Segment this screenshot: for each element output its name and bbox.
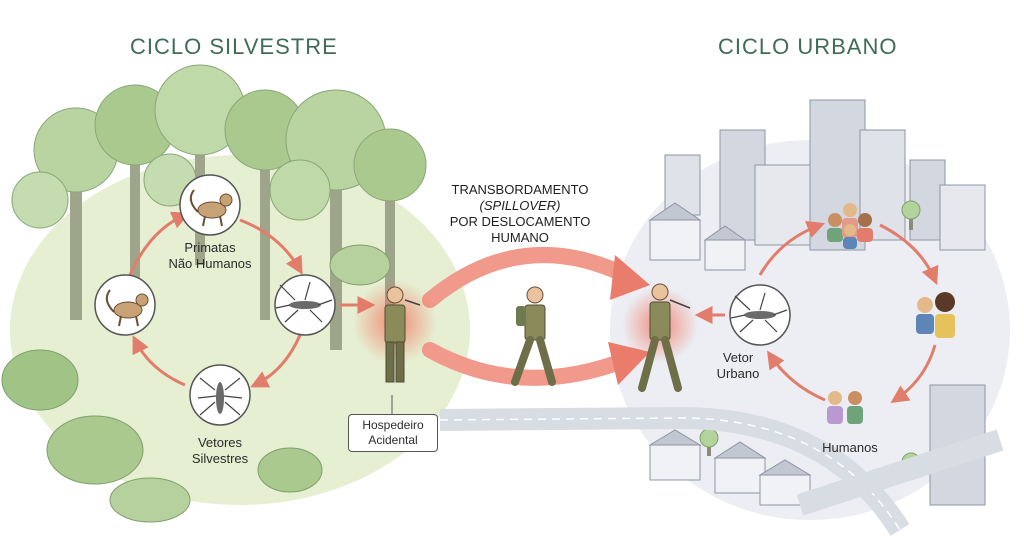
spillover-line2: (SPILLOVER) <box>479 198 561 213</box>
urban-cycle-arrows <box>694 221 939 403</box>
spillover-line1: TRANSBORDAMENTO <box>451 182 589 197</box>
person-icon-host <box>384 286 421 383</box>
forest-trees <box>1 64 427 523</box>
title-urban: CICLO URBANO <box>718 34 898 59</box>
monkey-icon <box>179 174 241 236</box>
mosquito-icon <box>274 274 336 336</box>
people-group-bottom <box>827 391 863 424</box>
mosquito-icon-sylvatic <box>189 364 251 426</box>
person-icon-urban-host <box>638 283 691 392</box>
label-primates-line2: Não Humanos <box>168 256 252 271</box>
label-urban-vector-line2: Urbano <box>716 366 760 381</box>
label-primates-line1: Primatas <box>184 240 236 255</box>
label-urban-vector: Vetor Urbano <box>708 350 768 382</box>
label-vectors-sylvatic: Vetores Silvestres <box>175 435 265 467</box>
sylvatic-cycle-arrows <box>128 211 303 388</box>
label-vectors-line2: Silvestres <box>191 451 249 466</box>
label-host-line1: Hospedeiro <box>362 418 424 432</box>
mosquito-icon-urban <box>729 284 791 346</box>
spillover-line3: POR DESLOCAMENTO <box>449 214 591 229</box>
monkey-icon-2 <box>94 274 156 336</box>
spillover-line4: HUMANO <box>491 230 549 245</box>
people-group-right <box>916 292 955 338</box>
people-group-top <box>827 203 873 249</box>
person-icon-walking <box>511 286 556 386</box>
label-humans: Humanos <box>822 440 878 455</box>
label-accidental-host: Hospedeiro Acidental <box>348 414 438 452</box>
road <box>439 406 1004 536</box>
label-host-line2: Acidental <box>368 433 418 447</box>
label-urban-vector-line1: Vetor <box>722 350 754 365</box>
spillover-label: TRANSBORDAMENTO (SPILLOVER) POR DESLOCAM… <box>430 182 610 246</box>
label-primates: Primatas Não Humanos <box>165 240 255 272</box>
title-sylvatic: CICLO SILVESTRE <box>130 34 338 59</box>
label-vectors-line1: Vetores <box>197 435 243 450</box>
